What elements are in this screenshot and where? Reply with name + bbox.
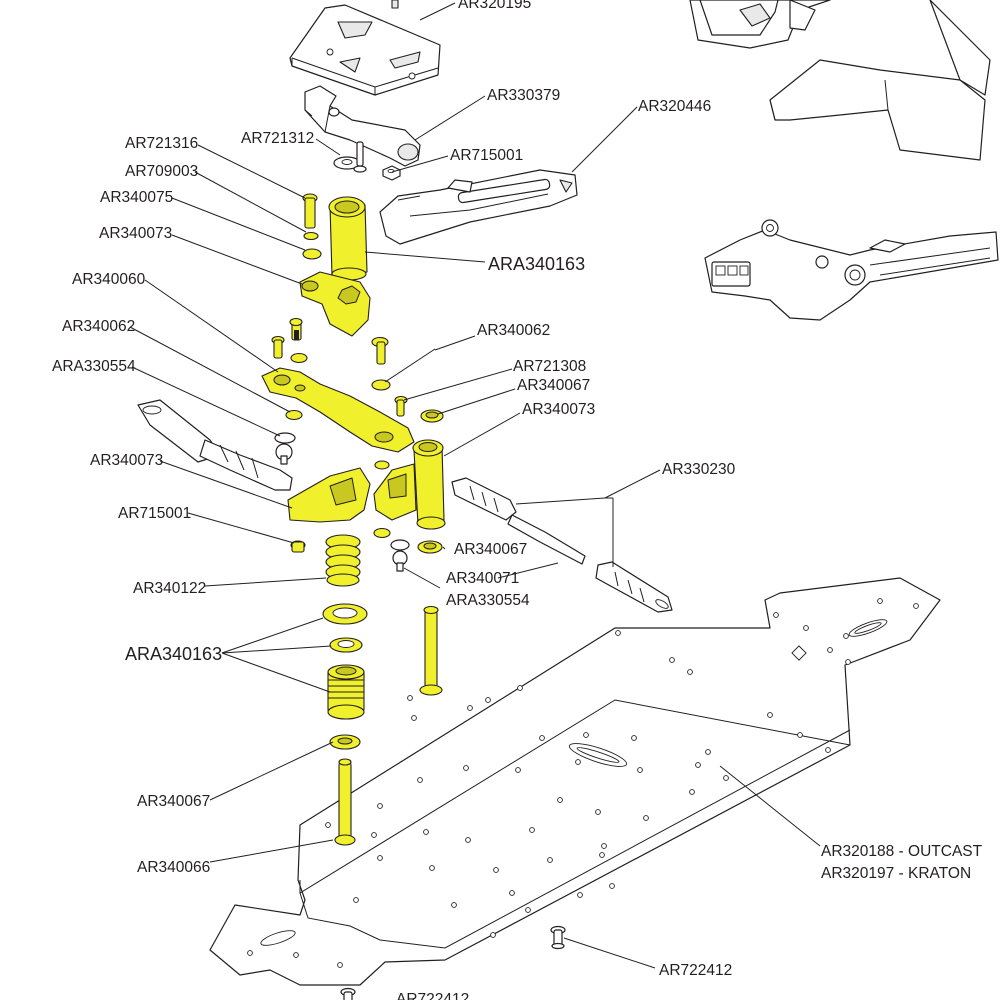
label-AR340060: AR340060 bbox=[72, 271, 146, 288]
steering-knuckles bbox=[287, 439, 446, 539]
label-AR721312: AR721312 bbox=[241, 130, 314, 147]
middle-screws bbox=[271, 317, 444, 423]
label-ARA330554-right: ARA330554 bbox=[446, 592, 530, 609]
bottom-screws bbox=[340, 925, 566, 1000]
label-AR320195: AR320195 bbox=[458, 0, 531, 12]
top-right-parts bbox=[689, 0, 999, 321]
bellcrank-arm bbox=[304, 85, 421, 167]
label-AR320446: AR320446 bbox=[638, 98, 711, 115]
label-AR340067-a: AR340067 bbox=[517, 377, 590, 394]
leader-lines bbox=[129, 2, 821, 969]
label-AR709003: AR709003 bbox=[125, 163, 198, 180]
label-AR330379: AR330379 bbox=[487, 87, 560, 104]
top-mount-plate bbox=[289, 0, 441, 96]
label-AR340071: AR340071 bbox=[446, 570, 519, 587]
drag-link bbox=[261, 367, 415, 453]
label-ARA330554-left: ARA330554 bbox=[52, 358, 136, 375]
label-AR340062-left: AR340062 bbox=[62, 318, 135, 335]
label-AR340073-b: AR340073 bbox=[522, 401, 595, 418]
label-AR340062-right: AR340062 bbox=[477, 322, 550, 339]
tie-rod-left bbox=[137, 399, 296, 491]
turnbuckle bbox=[451, 477, 673, 613]
label-AR340075: AR340075 bbox=[100, 189, 173, 206]
label-AR340073-c: AR340073 bbox=[90, 452, 163, 469]
label-AR715001-mid: AR715001 bbox=[118, 505, 191, 522]
top-small-parts bbox=[333, 141, 401, 181]
label-AR330230: AR330230 bbox=[662, 461, 736, 478]
label-AR340067-b: AR340067 bbox=[454, 541, 527, 558]
chassis-plate bbox=[209, 577, 941, 986]
part-labels: AR320195 AR330379 AR320446 AR721316 AR72… bbox=[52, 0, 983, 1000]
label-ARA340163-bottom: ARA340163 bbox=[125, 644, 222, 664]
label-AR721316: AR721316 bbox=[125, 135, 198, 152]
highlighted-parts-upper bbox=[299, 193, 371, 337]
highlighted-parts-lower bbox=[290, 534, 443, 846]
spring bbox=[325, 534, 361, 587]
label-AR722412-b: AR722412 bbox=[396, 991, 469, 1000]
label-AR340122: AR340122 bbox=[133, 580, 206, 597]
label-AR320188: AR320188 - OUTCAST bbox=[821, 843, 983, 860]
label-AR340067-c: AR340067 bbox=[137, 793, 210, 810]
label-AR340073-a: AR340073 bbox=[99, 225, 172, 242]
label-AR721308: AR721308 bbox=[513, 358, 586, 375]
label-AR715001-top: AR715001 bbox=[450, 147, 523, 164]
label-ARA340163-top: ARA340163 bbox=[488, 254, 585, 274]
label-AR722412-a: AR722412 bbox=[659, 962, 732, 979]
label-AR320197: AR320197 - KRATON bbox=[821, 865, 971, 882]
label-AR340066: AR340066 bbox=[137, 859, 210, 876]
ball-stud bbox=[390, 539, 410, 572]
steering-arm-part bbox=[379, 169, 578, 245]
